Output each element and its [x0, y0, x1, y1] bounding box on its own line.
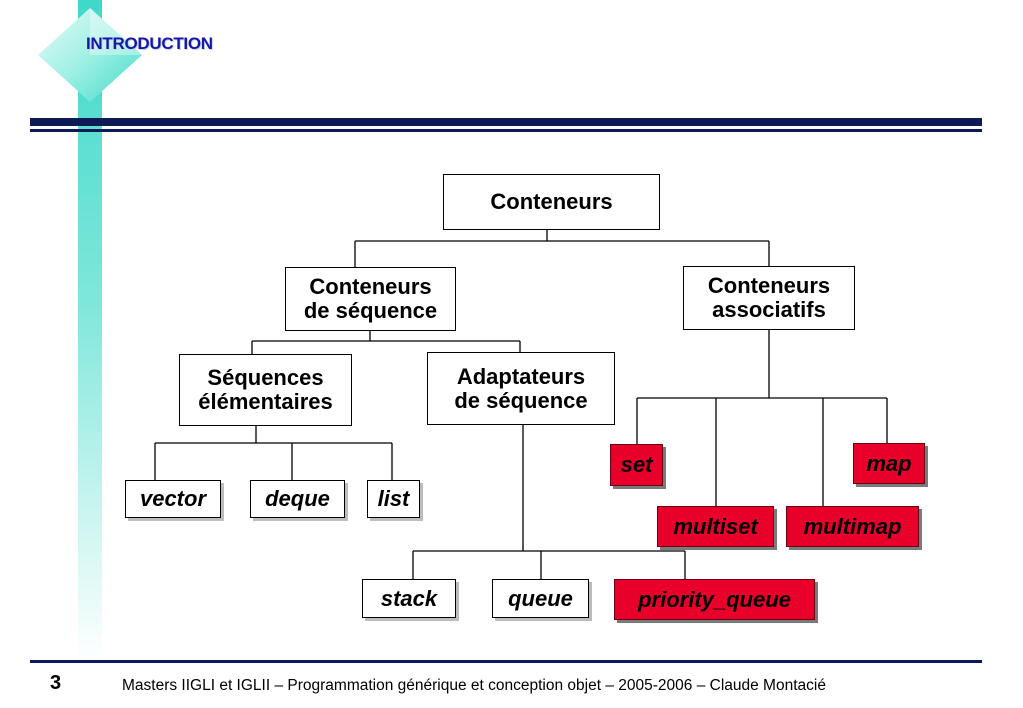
node-queue: queue — [492, 579, 589, 618]
footer-rule — [30, 660, 982, 663]
node-priority-queue: priority_queue — [614, 579, 815, 620]
node-elementary-sequences-label: Séquences élémentaires — [198, 365, 333, 414]
diamond-logo — [30, 0, 150, 110]
node-map-label: map — [866, 450, 912, 476]
node-set-label: set — [620, 452, 653, 477]
header-rule-thin — [30, 129, 982, 132]
node-sequence-adapters-label: Adaptateurs de séquence — [454, 363, 588, 413]
node-multimap: multimap — [786, 506, 919, 547]
footer-text: Masters IIGLI et IGLII – Programmation g… — [122, 677, 826, 694]
node-elementary-sequences: Séquences élémentaires — [179, 354, 352, 426]
node-list: list — [367, 480, 420, 518]
node-multiset-label: multiset — [673, 513, 758, 539]
slide-title: INTRODUCTION — [86, 34, 213, 53]
node-map: map — [853, 443, 925, 484]
node-priority-queue-label: priority_queue — [638, 586, 791, 612]
node-stack-label: stack — [380, 585, 438, 611]
node-list-label: list — [377, 486, 410, 511]
node-set: set — [610, 444, 663, 486]
page-number: 3 — [50, 672, 62, 694]
node-associative-containers-label: Conteneurs associatifs — [707, 273, 831, 322]
node-multimap-label: multimap — [803, 513, 902, 539]
node-conteneurs: Conteneurs — [443, 174, 660, 230]
node-sequence-adapters: Adaptateurs de séquence — [427, 352, 615, 425]
node-associative-containers: Conteneurs associatifs — [683, 266, 855, 330]
node-deque: deque — [250, 480, 345, 518]
node-sequence-containers-label: Conteneurs de séquence — [303, 274, 438, 323]
header-rule-thick — [30, 118, 982, 126]
teal-stripe — [78, 0, 102, 662]
node-deque-label: deque — [265, 486, 330, 511]
node-stack: stack — [362, 579, 456, 618]
node-multiset: multiset — [657, 506, 774, 547]
node-sequence-containers: Conteneurs de séquence — [285, 267, 456, 331]
node-conteneurs-label: Conteneurs — [490, 189, 613, 214]
node-vector-label: vector — [139, 486, 207, 511]
node-queue-label: queue — [508, 585, 573, 611]
node-vector: vector — [125, 480, 221, 518]
